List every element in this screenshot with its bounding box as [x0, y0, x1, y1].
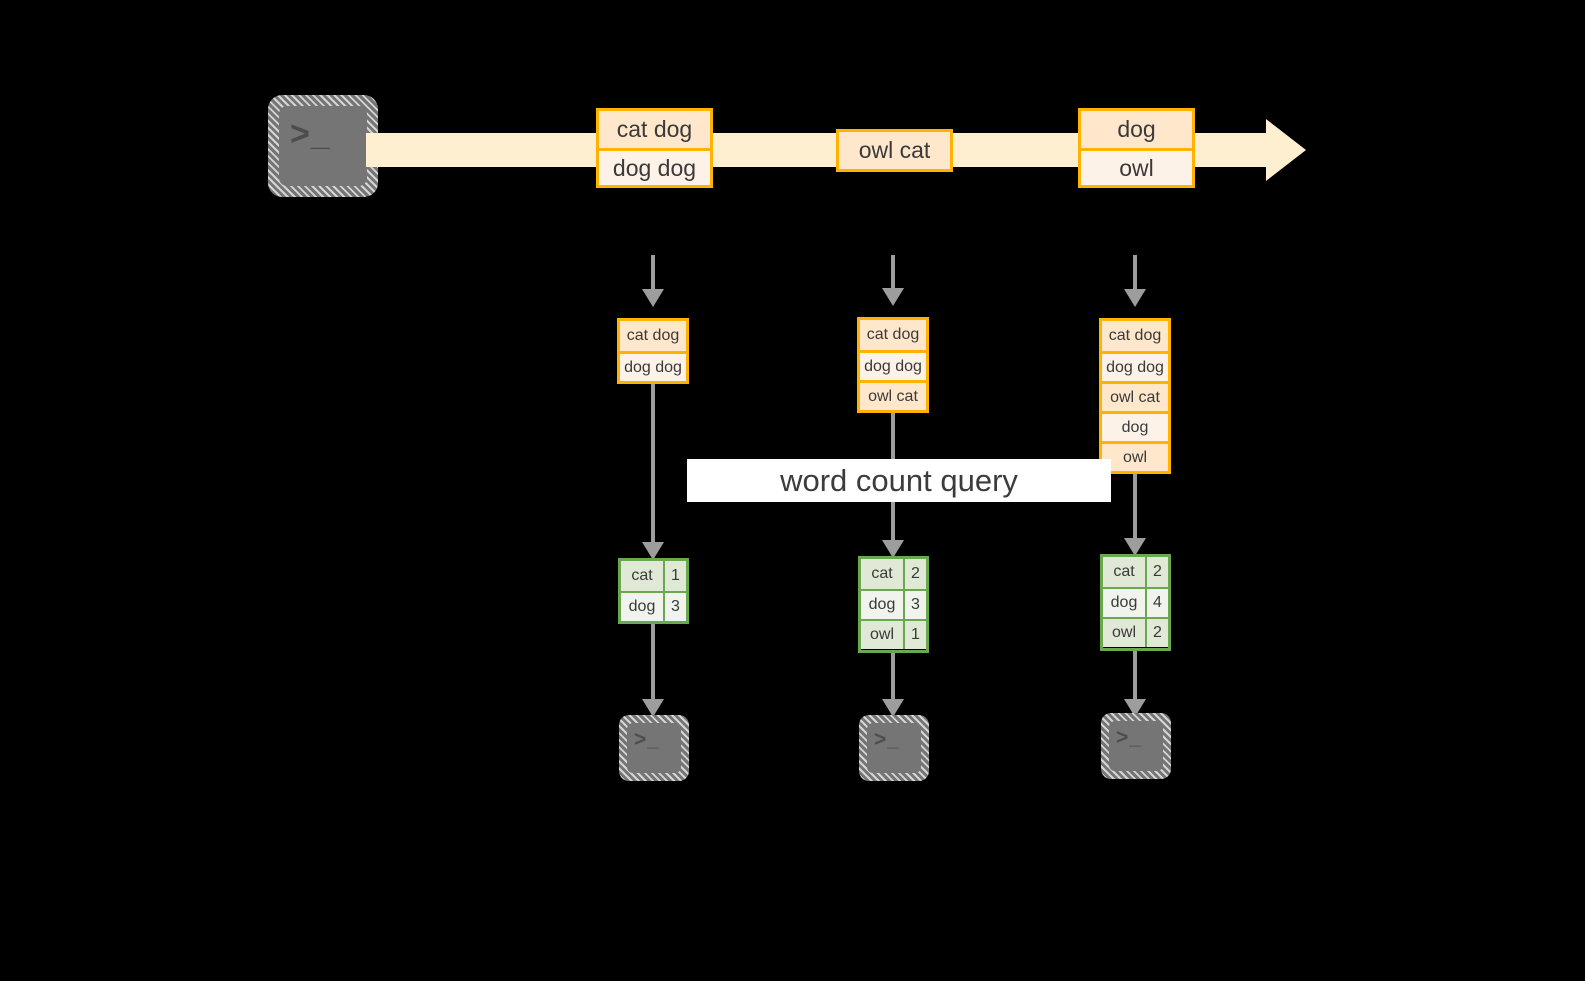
- query-connector-3: [1133, 474, 1137, 548]
- table-row: dog 4: [1103, 587, 1168, 617]
- stream-message-2: owl cat: [836, 129, 953, 172]
- terminal-screen: [867, 723, 921, 773]
- result-word: dog: [1103, 589, 1145, 617]
- source-terminal-icon: >_: [268, 95, 378, 197]
- sink-connector-1: [651, 624, 655, 710]
- query-arrowhead-icon-3: [1124, 538, 1146, 556]
- column-3-sink-terminal-icon: >_: [1101, 713, 1171, 779]
- input-line: dog dog: [620, 351, 686, 381]
- input-line: dog: [1102, 411, 1168, 441]
- result-count: 2: [1145, 619, 1168, 647]
- terminal-prompt-glyph: >_: [290, 115, 331, 153]
- input-line: cat dog: [1102, 321, 1168, 351]
- table-row: owl 2: [1103, 617, 1168, 647]
- table-row: cat 2: [1103, 557, 1168, 587]
- message-line: dog dog: [599, 148, 710, 185]
- feed-connector-3: [1133, 255, 1137, 295]
- column-1-sink-terminal-icon: >_: [619, 715, 689, 781]
- input-line: dog dog: [860, 350, 926, 380]
- column-3-input-box: cat dog dog dog owl cat dog owl: [1099, 318, 1171, 474]
- column-3-result-table: cat 2 dog 4 owl 2: [1100, 554, 1171, 651]
- result-count: 2: [1145, 557, 1168, 587]
- stream-arrowhead-icon: [1266, 119, 1306, 181]
- table-row: cat 2: [861, 559, 926, 589]
- result-word: cat: [861, 559, 903, 589]
- result-word: dog: [861, 591, 903, 619]
- stream-message-1: cat dog dog dog: [596, 108, 713, 188]
- input-line: dog dog: [1102, 351, 1168, 381]
- query-label-banner: word count query: [687, 459, 1111, 502]
- sink-connector-2: [891, 653, 895, 710]
- input-line: cat dog: [620, 321, 686, 351]
- terminal-screen: [1109, 721, 1163, 771]
- result-count: 1: [903, 621, 926, 649]
- terminal-screen: [279, 106, 367, 186]
- feed-connector-1: [651, 255, 655, 295]
- result-word: cat: [621, 561, 663, 591]
- input-line: owl: [1102, 441, 1168, 471]
- column-1-input-box: cat dog dog dog: [617, 318, 689, 384]
- column-2-sink-terminal-icon: >_: [859, 715, 929, 781]
- column-2-result-table: cat 2 dog 3 owl 1: [858, 556, 929, 653]
- result-count: 4: [1145, 589, 1168, 617]
- terminal-prompt-glyph: >_: [1116, 726, 1142, 749]
- result-word: cat: [1103, 557, 1145, 587]
- input-line: owl cat: [860, 380, 926, 410]
- table-row: dog 3: [621, 591, 686, 621]
- query-arrowhead-icon-2: [882, 540, 904, 558]
- terminal-prompt-glyph: >_: [874, 728, 900, 751]
- result-word: dog: [621, 593, 663, 621]
- query-connector-1: [651, 384, 655, 550]
- input-line: cat dog: [860, 320, 926, 350]
- feed-connector-2: [891, 255, 895, 293]
- result-word: owl: [1103, 619, 1145, 647]
- message-line: dog: [1081, 111, 1192, 148]
- column-1-result-table: cat 1 dog 3: [618, 558, 689, 624]
- result-word: owl: [861, 621, 903, 649]
- result-count: 3: [903, 591, 926, 619]
- feed-arrowhead-icon-2: [882, 288, 904, 306]
- input-line: owl cat: [1102, 381, 1168, 411]
- stream-message-3: dog owl: [1078, 108, 1195, 188]
- result-count: 1: [663, 561, 686, 591]
- sink-arrowhead-icon-3: [1124, 699, 1146, 717]
- feed-arrowhead-icon-1: [642, 289, 664, 307]
- sink-arrowhead-icon-2: [882, 699, 904, 717]
- message-line: owl cat: [839, 132, 950, 169]
- result-count: 2: [903, 559, 926, 589]
- terminal-prompt-glyph: >_: [634, 728, 660, 751]
- feed-arrowhead-icon-3: [1124, 289, 1146, 307]
- column-2-input-box: cat dog dog dog owl cat: [857, 317, 929, 413]
- message-line: owl: [1081, 148, 1192, 185]
- sink-arrowhead-icon-1: [642, 699, 664, 717]
- query-arrowhead-icon-1: [642, 542, 664, 560]
- terminal-screen: [627, 723, 681, 773]
- table-row: dog 3: [861, 589, 926, 619]
- result-count: 3: [663, 593, 686, 621]
- message-line: cat dog: [599, 111, 710, 148]
- table-row: cat 1: [621, 561, 686, 591]
- sink-connector-3: [1133, 651, 1137, 710]
- table-row: owl 1: [861, 619, 926, 649]
